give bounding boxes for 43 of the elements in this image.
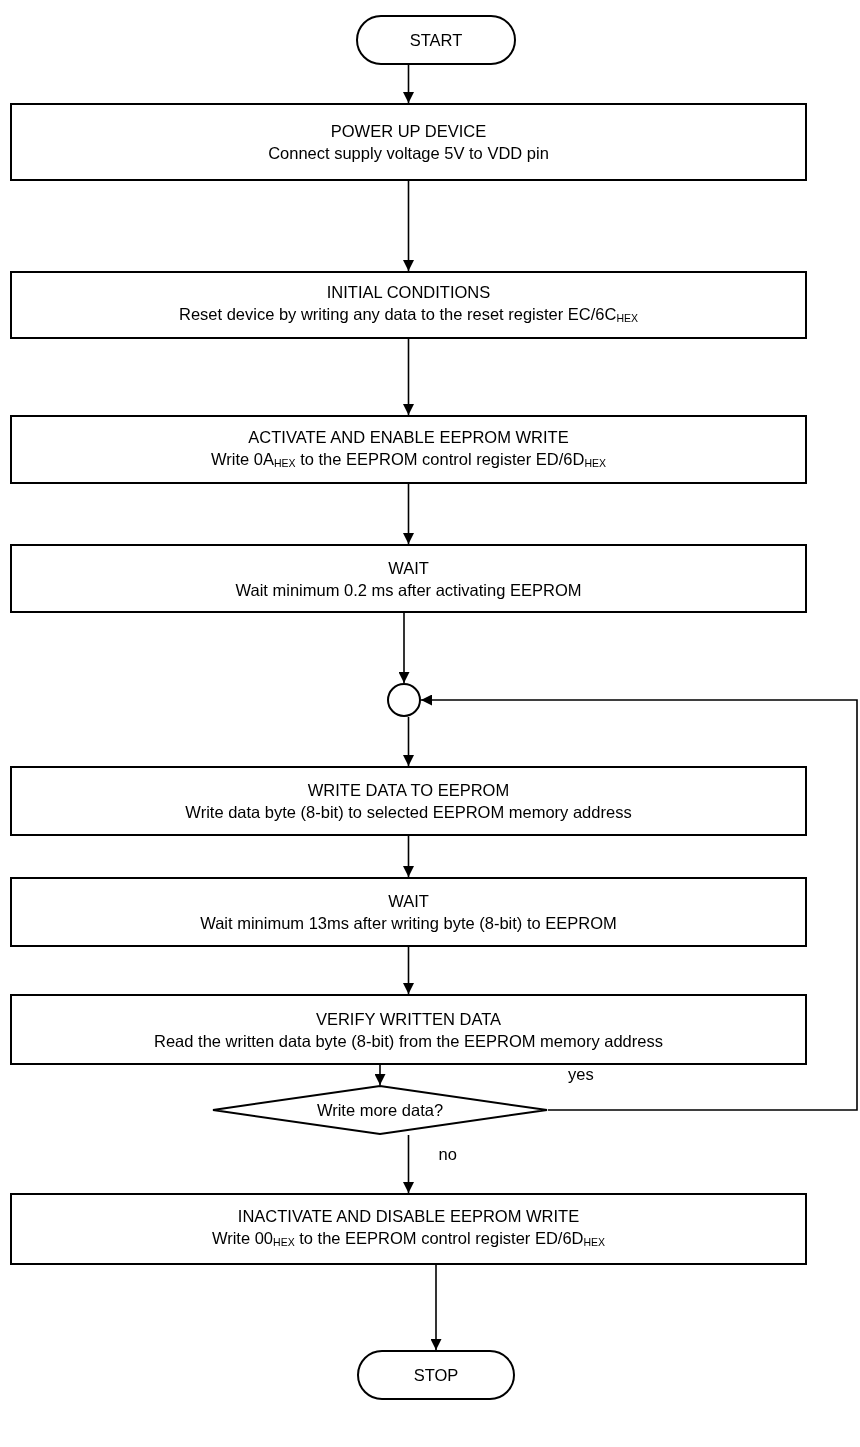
process-box: [10, 271, 807, 339]
arrow: [403, 64, 414, 104]
arrow: [403, 483, 414, 545]
process-box: [10, 877, 807, 947]
step-description: Connect supply voltage 5V to VDD pin: [268, 143, 549, 164]
step-title: INACTIVATE AND DISABLE EEPROM WRITE: [237, 1206, 580, 1227]
arrow: [420, 694, 858, 1111]
arrow: [374, 1064, 386, 1086]
process-box: [10, 766, 807, 836]
process-box: [10, 544, 807, 613]
decision-diamond: [212, 1085, 548, 1135]
terminator-label: STOP: [413, 1365, 459, 1386]
step-title: WRITE DATA TO EEPROM: [307, 780, 510, 801]
step-description: Wait minimum 0.2 ms after activating EEPROM: [235, 579, 582, 601]
step-title: ACTIVATE AND ENABLE EEPROM WRITE: [248, 426, 569, 448]
process-box: [10, 994, 807, 1065]
connector-circle: [387, 683, 421, 717]
process-box: [10, 103, 807, 181]
step-description: Read the written data byte (8-bit) from the EEPROM memory address: [154, 1030, 663, 1052]
step-description: Wait minimum 13ms after writing byte (8-bit) to EEPROM: [200, 913, 617, 934]
step-title: VERIFY WRITTEN DATA: [315, 1008, 502, 1030]
process-box: [10, 415, 807, 484]
arrow: [403, 180, 414, 272]
step-description: Write data byte (8-bit) to selected EEPROM memory address: [185, 802, 632, 823]
arrow: [403, 946, 414, 995]
arrow: [403, 338, 414, 416]
arrow: [403, 716, 414, 767]
step-title: WAIT: [388, 557, 429, 579]
terminator-label: START: [409, 30, 463, 51]
arrow: [403, 1134, 414, 1194]
step-title: WAIT: [388, 891, 429, 912]
step-title: INITIAL CONDITIONS: [326, 282, 491, 303]
arrow: [403, 835, 414, 878]
terminator-shape: [357, 1350, 515, 1400]
decision-question: Write more data?: [316, 1100, 444, 1121]
step-title: POWER UP DEVICE: [330, 121, 487, 142]
arrow: [430, 1264, 442, 1351]
step-description: Reset device by writing any data to the reset register EC/6C$_{HEX}$: [178, 304, 639, 326]
step-description: Write 0A$_{HEX}$ to the EEPROM control register ED/6D$_{HEX}$: [211, 448, 606, 471]
arrow: [398, 612, 410, 684]
step-description: Write 00$_{HEX}$ to the EEPROM control register ED/6D$_{HEX}$: [211, 1228, 606, 1250]
process-box: [10, 1193, 807, 1265]
terminator-shape: [356, 15, 516, 65]
